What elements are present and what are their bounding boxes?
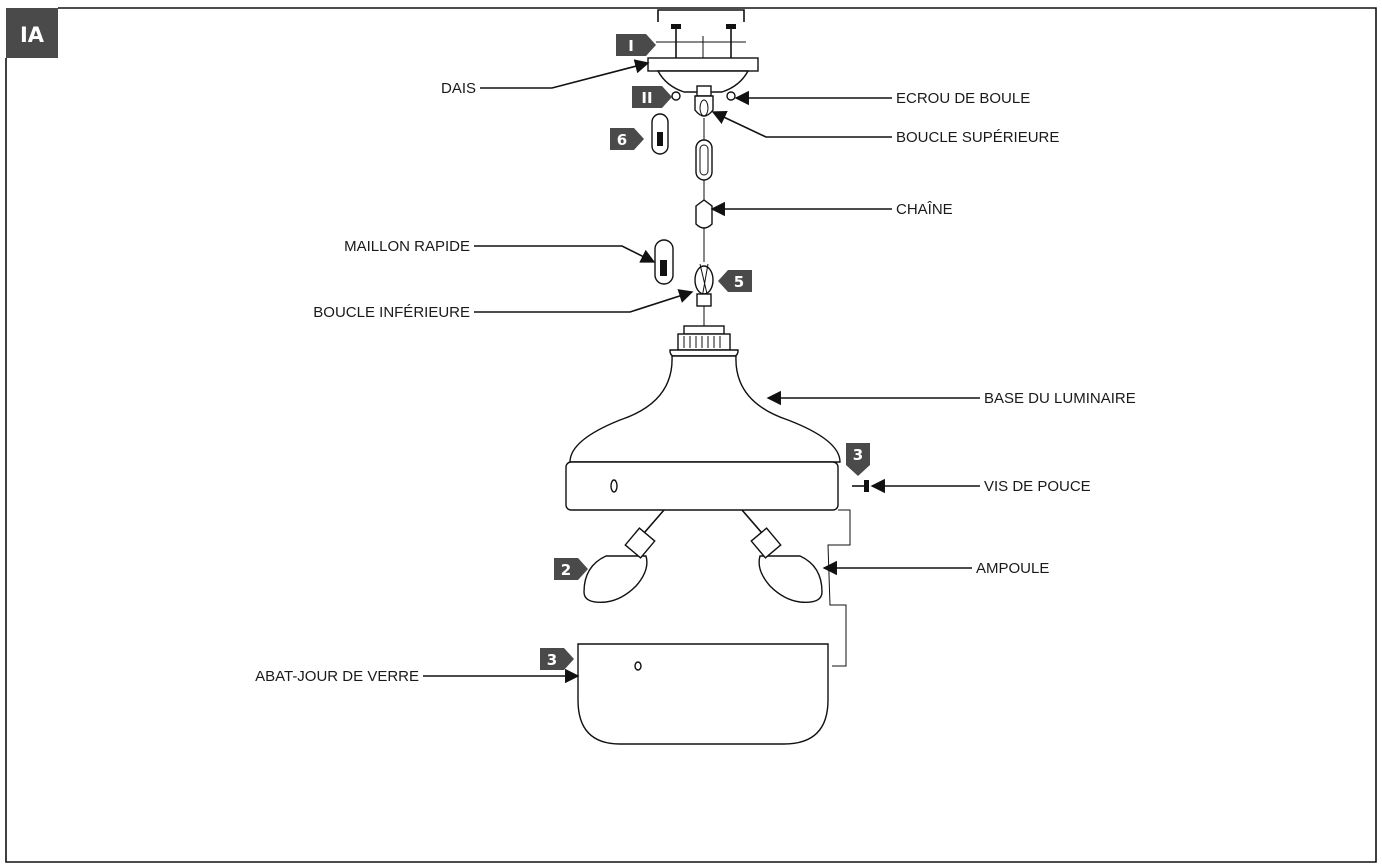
svg-text:3: 3: [547, 651, 557, 669]
label-boucle-inferieure: BOUCLE INFÉRIEURE: [313, 304, 470, 321]
step-badge-bulb: 2: [554, 558, 588, 580]
quick-link-loose: [651, 113, 669, 155]
figure-tag-text: IA: [20, 23, 45, 47]
canopy-screws: [656, 24, 746, 58]
ball-nut-left: [671, 91, 681, 101]
leader-lines: [423, 59, 980, 684]
svg-text:II: II: [641, 89, 652, 107]
svg-text:5: 5: [734, 273, 744, 291]
label-chaine: CHAÎNE: [896, 201, 953, 218]
label-vis-de-pouce: VIS DE POUCE: [984, 478, 1091, 495]
step-badge-canopy-screws: I: [616, 34, 656, 56]
figure-tag: IA: [6, 8, 58, 58]
label-dais: DAIS: [441, 80, 476, 97]
cap-ribs: [683, 336, 721, 348]
shade-cord: [827, 509, 851, 667]
mounting-bracket: [657, 9, 745, 22]
ball-nut-right: [726, 91, 736, 101]
figure-frame: [5, 7, 1377, 863]
svg-text:3: 3: [853, 446, 863, 464]
label-maillon-rapide: MAILLON RAPIDE: [344, 238, 470, 255]
step-badge-bottom-loop: 5: [718, 270, 752, 292]
label-abat-jour-de-verre: ABAT-JOUR DE VERRE: [255, 668, 419, 685]
label-base-du-luminaire: BASE DU LUMINAIRE: [984, 390, 1136, 407]
thumb-screw-part: [852, 480, 869, 492]
bulbs: [583, 509, 823, 603]
fixture-base: [565, 325, 841, 511]
top-loop: [694, 85, 714, 117]
bottom-loop: [694, 263, 714, 326]
step-badge-ball-nut: II: [632, 86, 672, 108]
step-badge-thumb-screw: 3: [846, 443, 870, 476]
svg-text:I: I: [628, 37, 634, 55]
svg-text:6: 6: [617, 131, 627, 149]
label-boucle-superieure: BOUCLE SUPÉRIEURE: [896, 129, 1059, 146]
step-badge-quick-link: 6: [610, 128, 644, 150]
step-badge-glass-shade: 3: [540, 648, 574, 670]
label-ampoule: AMPOULE: [976, 560, 1049, 577]
label-ecrou-de-boule: ECROU DE BOULE: [896, 90, 1030, 107]
svg-text:2: 2: [561, 561, 571, 579]
glass-shade: [577, 643, 829, 745]
canopy: [647, 57, 759, 101]
quick-link: [654, 239, 674, 285]
chain: [695, 118, 713, 262]
